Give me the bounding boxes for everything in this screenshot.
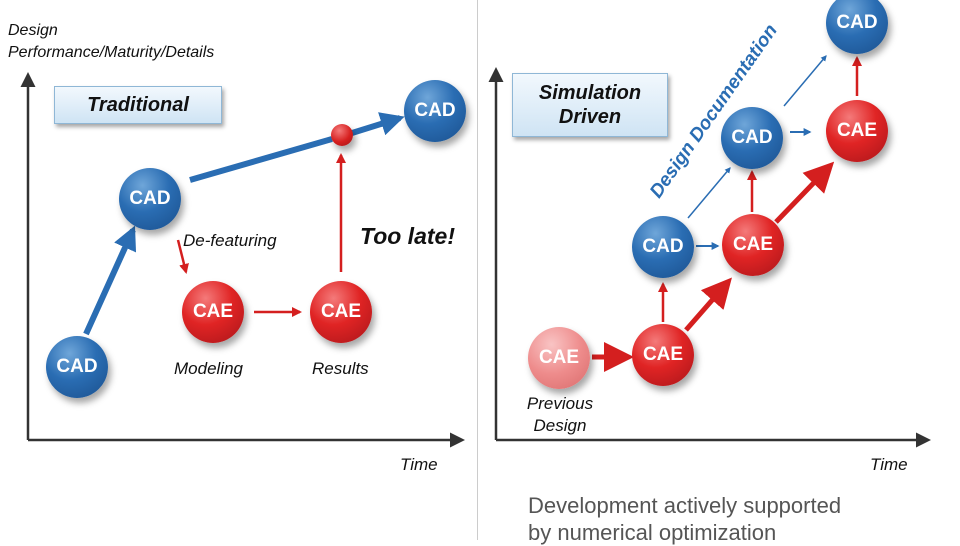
simulation-driven-line1: Simulation (538, 82, 642, 104)
node-cae-previous-label: CAE (538, 347, 580, 368)
y-axis-label: Design Performance/Maturity/Details (8, 20, 214, 64)
node-cad-start-label: CAD (56, 356, 98, 377)
too-late-label: Too late! (360, 223, 455, 249)
node-cad-1-label: CAD (642, 236, 684, 257)
node-cae-modeling: CAE (182, 281, 244, 343)
node-cad-3: CAD (826, 0, 888, 54)
simulation-driven-line2: Driven (558, 106, 622, 128)
node-cad-1: CAD (632, 216, 694, 278)
caption-previous-line2: Design (533, 416, 587, 435)
node-cae-3-label: CAE (836, 120, 878, 141)
node-cad-end: CAD (404, 80, 466, 142)
node-cae-modeling-label: CAE (192, 301, 234, 322)
node-cad-mid-label: CAD (129, 188, 171, 209)
node-cae-1: CAE (632, 324, 694, 386)
caption-results: Results (312, 359, 369, 378)
caption-defeaturing: De-featuring (183, 231, 277, 250)
node-cad-2-label: CAD (731, 127, 773, 148)
node-cae-results: CAE (310, 281, 372, 343)
node-cae-2-label: CAE (732, 234, 774, 255)
node-cad-2: CAD (721, 107, 783, 169)
caption-modeling: Modeling (174, 359, 243, 378)
arrow-cae1-to-cae2 (684, 277, 732, 332)
arrow-cad-mid-to-cae-modeling (176, 239, 189, 274)
simulation-driven-label-box: Simulation Driven (512, 73, 668, 137)
caption-previous-design: Previous Design (522, 393, 598, 437)
right-time-label: Time (870, 455, 908, 474)
node-cae-previous: CAE (528, 327, 590, 389)
arrow-cad2-to-cad3 (783, 55, 827, 107)
panel-divider (477, 0, 478, 540)
traditional-label: Traditional (87, 94, 189, 116)
node-cae-results-label: CAE (320, 301, 362, 322)
footer-text: Development actively supported by numeri… (528, 492, 948, 546)
late-merge-dot (331, 124, 353, 146)
node-cad-mid: CAD (119, 168, 181, 230)
y-axis-label-line2: Performance/Maturity/Details (8, 44, 215, 61)
left-time-label: Time (400, 455, 438, 474)
node-cad-start: CAD (46, 336, 108, 398)
footer-line2: by numerical optimization (528, 520, 777, 545)
arrow-cad-mid-to-dot (189, 136, 333, 183)
node-cae-3: CAE (826, 100, 888, 162)
caption-previous-line1: Previous (526, 394, 594, 413)
arrow-dot-to-cad-end (351, 112, 405, 136)
node-cad-3-label: CAD (836, 12, 878, 33)
arrow-cae2-to-cae3 (774, 161, 835, 224)
y-axis-label-line1: Design (8, 22, 58, 39)
traditional-label-box: Traditional (54, 86, 222, 124)
footer-line1: Development actively supported (528, 493, 842, 518)
node-cad-end-label: CAD (414, 100, 456, 121)
node-cae-2: CAE (722, 214, 784, 276)
arrow-cad1-to-cad2 (687, 167, 731, 219)
arrow-cad-start-to-cad-mid (83, 225, 137, 336)
node-cae-1-label: CAE (642, 344, 684, 365)
